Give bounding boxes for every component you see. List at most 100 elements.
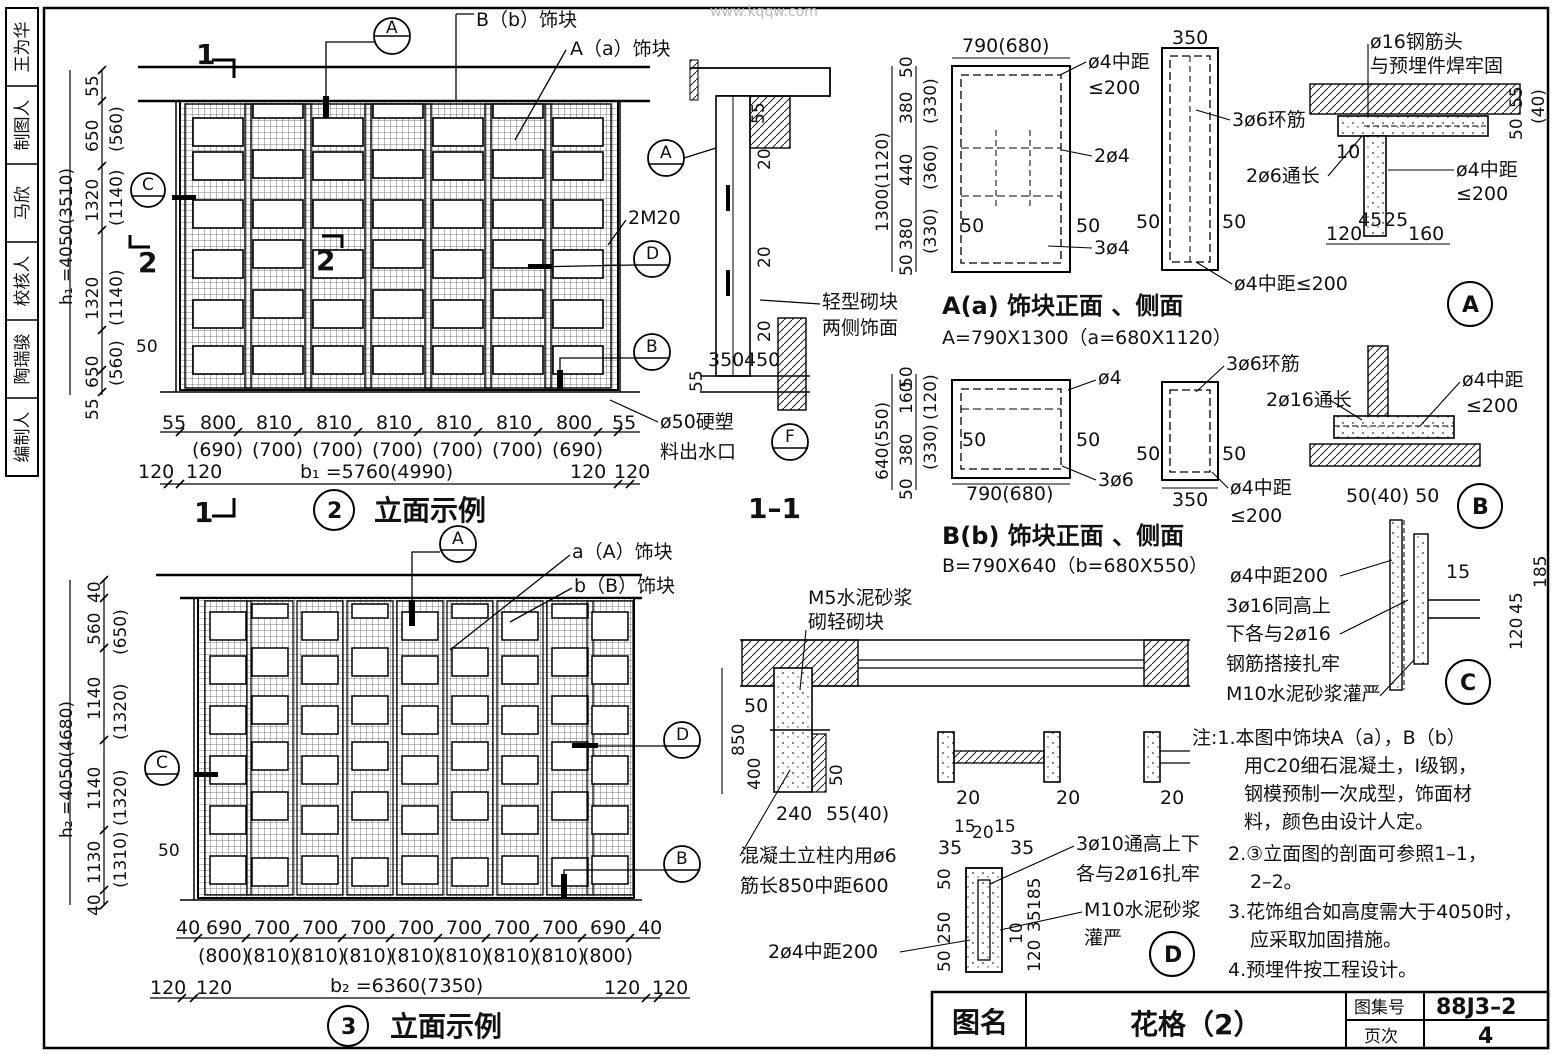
block-a-h-dim: 380 [897,92,917,124]
decorative-block [251,741,289,771]
block-b-side-width: 350 [1172,489,1208,511]
elev2-w-dim-alt: (700) [312,439,363,461]
block-b-note: ø4 [1098,367,1122,389]
block-a-subtitle: A=790X1300（a=680X1120） [942,327,1232,349]
section-d-dim: 15 [994,817,1016,837]
block-a-width: 790(680) [962,35,1049,57]
detail-a-note: ø4中距 [1456,159,1518,181]
elev3-h-dim: (650) [111,609,131,655]
detail-a-dim: 55 [1507,86,1527,108]
elev3-callout-c: C [156,753,168,773]
block-b-title: B(b) 饰块正面 、侧面 [942,522,1184,550]
decorative-block [401,655,439,685]
decorative-block [451,857,489,887]
decorative-block [492,239,544,269]
block-a-h-dim: 380 [897,218,917,250]
h-beam-1 [937,731,1061,783]
elev3-w-dim-alt: (810) [246,945,297,967]
section-d-dim: 35 [938,837,962,859]
elev3-dim-50: 50 [158,841,180,861]
decorative-block [552,151,604,181]
elev3-h-dim: 560 [85,613,105,645]
decorative-block [401,705,439,735]
side-strip-cell: 马欣 [13,186,33,220]
elev3-h-dim: 1130 [85,841,105,884]
decorative-block [192,117,244,147]
elev2-w-dim: 55 [162,412,186,434]
section-mark-1-bottom: 1 [194,496,213,529]
decorative-block [209,655,247,685]
decorative-block [251,647,289,677]
section-d-dim: 850 [729,724,749,756]
elev2-h-dim: 55 [83,398,103,420]
decorative-block [209,755,247,785]
elev3-callout-d: D [676,725,689,745]
elev2-w-dim-alt: (700) [432,439,483,461]
decorative-block [401,855,439,885]
block-a-note: ≤200 [1088,77,1140,99]
callout-c: C [142,175,154,195]
section-d-note: M10水泥砂浆 [1084,899,1201,921]
detail-b-note: ≤200 [1466,395,1518,417]
section-d-dim: 55(40) [826,803,889,825]
decorative-block [372,103,424,119]
elev2-w-dim-alt: (700) [252,439,303,461]
elevation-2: B（b）饰块 A（a）饰块 A C D B 2M20 1 1 [57,9,736,531]
block-a-views: 790(680)3501300(1120)50380(330)440(360)3… [873,27,1348,349]
side-strip-cell: 王为华 [13,22,33,73]
decorative-block [492,289,544,319]
decorative-block [312,249,364,279]
decorative-block [351,695,389,725]
decorative-block [591,611,629,641]
elev3-h-dim: 40 [85,894,105,916]
decorative-block [492,149,544,179]
section-d-dim: 10 [1007,922,1027,944]
elev3-w-dim: 700 [446,917,482,939]
block-b-h-dim: 50 [897,478,917,500]
decorative-block [209,705,247,735]
side-strip-cell: 校核人 [13,256,33,307]
detail-a-note: ø16钢筋头 [1370,31,1463,53]
elev3-w-dim: 40 [176,917,200,939]
elev2-w-dim: 810 [496,412,532,434]
detail-c-note: M10水泥砂浆灌严 [1226,683,1381,705]
section-d-dim: 50 [827,764,847,786]
anchor-label: 2M20 [628,207,681,229]
decorative-block [432,299,484,329]
elev3-w-dim-alt: (810) [342,945,393,967]
note-line: 钢模预制一次成型，饰面材 [1244,783,1472,805]
elev3-h-dim: 40 [85,581,105,603]
elev3-w-dim: 690 [206,917,242,939]
note-line: 用C20细石混凝土，Ⅰ级钢， [1244,755,1477,777]
sec11-note2: 两侧饰面 [822,317,898,339]
general-notes: 注:1.本图中饰块A（a），B（b）用C20细石混凝土，Ⅰ级钢，钢模预制一次成型… [1192,727,1522,981]
decorative-block [252,345,304,375]
block-b-h-dim: (330) [921,424,941,470]
decorative-block [551,791,589,821]
block-b-note: ≤200 [1230,505,1282,527]
decorative-block [372,149,424,179]
block-b-note: ø4中距 [1230,477,1292,499]
elev2-h-dim: 55 [83,75,103,97]
block-b-dim: 50 [962,429,986,451]
decorative-block [209,855,247,885]
section-d-dim: 240 [776,803,812,825]
decorative-block [501,705,539,735]
decorative-block [451,695,489,725]
elev2-h-dim: (1140) [107,169,127,226]
block-a-dim: 50 [1222,211,1246,233]
decorative-block [432,249,484,279]
detail-c-dim: 45 [1507,592,1527,614]
elev2-edge-dim: 120 [186,461,222,483]
elev3-h-dim: 1140 [85,677,105,720]
block-a-dim: 50 [1136,211,1160,233]
decorative-block [312,117,364,147]
block-b-dim: 50 [1222,443,1246,465]
elev2-edge-dim: 120 [614,461,650,483]
section-d-dim: 250 [935,912,955,944]
elev2-w-dim: 800 [556,412,592,434]
section-d-label: 砌轻砌块 [808,611,884,633]
decorative-block [591,655,629,685]
